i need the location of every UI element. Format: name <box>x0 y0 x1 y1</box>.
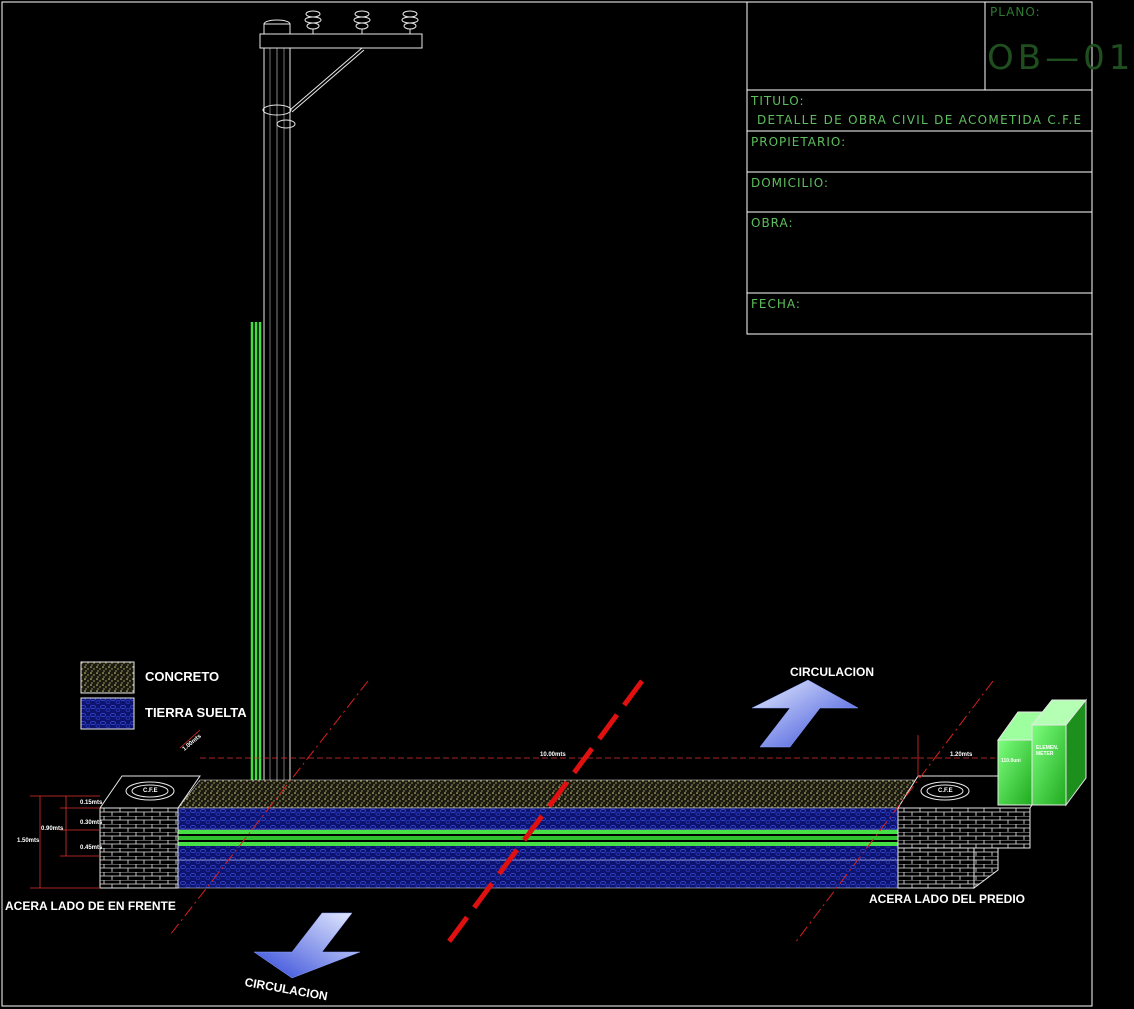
dim-h2: 0.30mts <box>80 820 103 826</box>
dim-total-height: 1.50mts <box>17 838 40 844</box>
titulo-label: TITULO: <box>751 94 805 108</box>
conduit-riser <box>186 322 262 832</box>
plano-number: OB—01 <box>987 38 1134 78</box>
title-block <box>746 1 1093 335</box>
titulo-value: DETALLE DE OBRA CIVIL DE ACOMETIDA C.F.E <box>757 113 1083 127</box>
legend-swatch-soil <box>80 697 135 730</box>
dimension-lines <box>30 729 995 889</box>
registro-left <box>99 775 201 889</box>
meter-box <box>997 698 1088 807</box>
circulation-arrow-down-icon <box>253 912 361 979</box>
domicilio-label: DOMICILIO: <box>751 176 829 190</box>
propietario-label: PROPIETARIO: <box>751 135 847 149</box>
insulator-icon <box>353 10 371 34</box>
cut-line-dashed <box>169 680 994 944</box>
dim-right: 1.20mts <box>950 752 973 758</box>
legend-swatch-concrete <box>80 661 135 694</box>
obra-label: OBRA: <box>751 216 794 230</box>
plano-label: PLANO: <box>990 5 1041 19</box>
trench <box>177 779 921 889</box>
dim-main: 10.00mts <box>540 752 566 758</box>
registro-right-label: C.F.E <box>938 788 953 794</box>
utility-pole <box>259 10 423 791</box>
meter-label-1: 110.0uni <box>1001 758 1021 764</box>
insulator-icon <box>304 10 322 34</box>
dim-h3: 0.45mts <box>80 845 103 851</box>
legend-label-soil: TIERRA SUELTA <box>145 705 247 720</box>
circulation-arrow-up-icon <box>751 679 859 748</box>
insulator-icon <box>401 10 419 34</box>
dim-h1: 0.15mts <box>80 800 103 806</box>
acera-right-label: ACERA LADO DEL PREDIO <box>869 892 1026 906</box>
fecha-label: FECHA: <box>751 297 801 311</box>
acera-left-label: ACERA LADO DE EN FRENTE <box>5 899 176 913</box>
drawing-frame <box>1 1 1093 1007</box>
dim-mid-height: 0.90mts <box>41 826 64 832</box>
registro-left-label: C.F.E <box>143 788 158 794</box>
circulacion-top-label: CIRCULACION <box>790 665 874 679</box>
cut-line-break <box>445 679 645 945</box>
legend-label-concrete: CONCRETO <box>145 669 220 684</box>
meter-label-2: ELEMEN. METER <box>1036 745 1059 757</box>
